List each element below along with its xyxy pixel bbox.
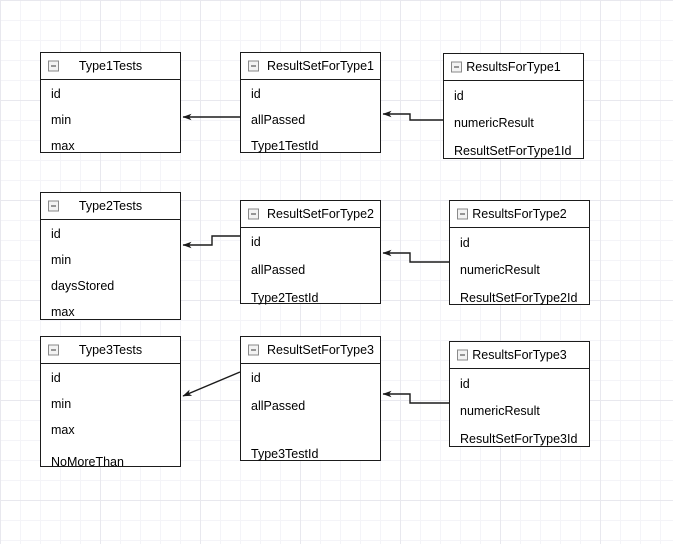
- collapse-minus-icon[interactable]: [457, 349, 468, 361]
- entity-field[interactable]: Type3TestId: [251, 447, 319, 461]
- collapse-minus-icon[interactable]: [451, 61, 462, 73]
- rel-r1-rs1[interactable]: [382, 110, 443, 121]
- rel-rs3-t3[interactable]: [182, 371, 241, 397]
- entity-title: Type1Tests: [78, 58, 143, 73]
- entity-field[interactable]: numericResult: [460, 263, 540, 277]
- entity-header-resultsetfortype2[interactable]: ResultSetForType2: [241, 201, 380, 228]
- entity-field[interactable]: numericResult: [454, 116, 534, 130]
- entity-field[interactable]: id: [454, 89, 464, 103]
- entity-title: Type2Tests: [78, 198, 143, 213]
- entity-field[interactable]: max: [51, 423, 75, 437]
- entity-field[interactable]: min: [51, 397, 72, 411]
- entity-field[interactable]: min: [51, 253, 72, 267]
- entity-header-type1tests[interactable]: Type1Tests: [41, 53, 180, 80]
- entity-title: ResultSetForType1: [267, 58, 374, 73]
- entity-field[interactable]: id: [251, 235, 261, 249]
- collapse-minus-icon[interactable]: [48, 344, 59, 356]
- entity-field[interactable]: min: [51, 113, 72, 127]
- entity-title: ResultsForType2: [472, 206, 567, 221]
- entity-field[interactable]: ResultSetForType3Id: [460, 432, 578, 446]
- entity-field[interactable]: id: [51, 371, 61, 385]
- entity-field[interactable]: Type2TestId: [251, 291, 319, 305]
- entity-title: ResultsForType3: [472, 347, 567, 362]
- rel-r2-rs2[interactable]: [382, 249, 449, 263]
- entity-header-resultsfortype2[interactable]: ResultsForType2: [450, 201, 589, 228]
- entity-header-resultsfortype1[interactable]: ResultsForType1: [444, 54, 583, 81]
- entity-header-resultsetfortype3[interactable]: ResultSetForType3: [241, 337, 380, 364]
- collapse-minus-icon[interactable]: [248, 208, 259, 220]
- entity-field[interactable]: id: [460, 236, 470, 250]
- rel-rs2-t2[interactable]: [182, 235, 240, 249]
- entity-field[interactable]: allPassed: [251, 113, 306, 127]
- collapse-minus-icon[interactable]: [248, 344, 259, 356]
- entity-field[interactable]: numericResult: [460, 404, 540, 418]
- entity-field[interactable]: NoMoreThan: [51, 455, 124, 469]
- entity-field[interactable]: id: [460, 377, 470, 391]
- entity-title: ResultSetForType3: [267, 342, 374, 357]
- entity-header-type2tests[interactable]: Type2Tests: [41, 193, 180, 220]
- collapse-minus-icon[interactable]: [457, 208, 468, 220]
- entity-field[interactable]: daysStored: [51, 279, 115, 293]
- entity-field[interactable]: max: [51, 305, 75, 319]
- entity-field[interactable]: allPassed: [251, 263, 306, 277]
- entity-field[interactable]: id: [251, 87, 261, 101]
- entity-field[interactable]: id: [51, 87, 61, 101]
- entity-header-resultsfortype3[interactable]: ResultsForType3: [450, 342, 589, 369]
- entity-type2tests[interactable]: Type2Tests id min daysStored max: [40, 192, 181, 320]
- entity-header-type3tests[interactable]: Type3Tests: [41, 337, 180, 364]
- entity-title: Type3Tests: [78, 342, 143, 357]
- entity-field[interactable]: Type1TestId: [251, 139, 319, 153]
- entity-field[interactable]: ResultSetForType2Id: [460, 291, 578, 305]
- entity-field[interactable]: id: [51, 227, 61, 241]
- collapse-minus-icon[interactable]: [48, 60, 59, 72]
- entity-field[interactable]: id: [251, 371, 261, 385]
- entity-header-resultsetfortype1[interactable]: ResultSetForType1: [241, 53, 380, 80]
- entity-title: ResultsForType1: [466, 59, 561, 74]
- entity-field[interactable]: ResultSetForType1Id: [454, 144, 572, 158]
- rel-r3-rs3[interactable]: [382, 390, 449, 404]
- entity-field[interactable]: max: [51, 139, 75, 153]
- entity-title: ResultSetForType2: [267, 206, 374, 221]
- entity-field[interactable]: allPassed: [251, 399, 306, 413]
- collapse-minus-icon[interactable]: [48, 200, 59, 212]
- collapse-minus-icon[interactable]: [248, 60, 259, 72]
- entity-type1tests[interactable]: Type1Tests id min max: [40, 52, 181, 153]
